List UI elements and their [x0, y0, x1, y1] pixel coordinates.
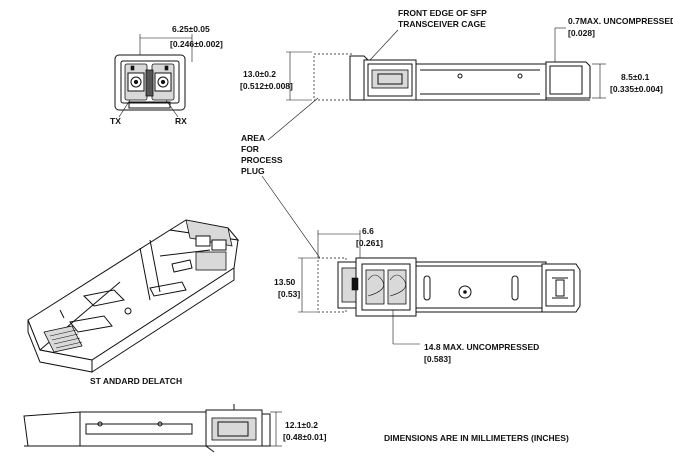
bottom-side-view: 12.1±0.2 [0.48±0.01] — [23, 404, 327, 453]
tx-label: TX — [110, 116, 121, 126]
isometric-view — [27, 219, 240, 373]
uncomp-07-label-in: [0.028] — [568, 28, 595, 38]
height-85-dim-in: [0.335±0.004] — [610, 84, 663, 94]
dim-66-in: [0.261] — [356, 238, 383, 248]
uncomp-148-label: 14.8 MAX. UNCOMPRESSED — [424, 342, 539, 352]
top-view: 6.6 [0.261] 13.50 [0.53] 14.8 MAX. UNCOM… — [274, 226, 581, 364]
dim-1350: 13.50 — [274, 277, 296, 287]
dim-121: 12.1±0.2 — [285, 420, 318, 430]
height-13-dim: 13.0±0.2 — [243, 69, 276, 79]
process-plug-callout: AREA FOR PROCESS PLUG — [241, 97, 321, 259]
dim-121-in: [0.48±0.01] — [283, 432, 327, 442]
side-view: FRONT EDGE OF SFP TRANSCEIVER CAGE 0.7MA… — [240, 8, 673, 101]
height-13-dim-in: [0.512±0.008] — [240, 81, 293, 91]
dim-66: 6.6 — [362, 226, 374, 236]
uncomp-148-label-in: [0.583] — [424, 354, 451, 364]
height-85-dim: 8.5±0.1 — [621, 72, 650, 82]
area-label-4: PLUG — [241, 166, 265, 176]
front-width-dim: 6.25±0.05 — [172, 24, 210, 34]
front-edge-label-2: TRANSCEIVER CAGE — [398, 19, 486, 29]
area-label-3: PROCESS — [241, 155, 283, 165]
area-label-2: FOR — [241, 144, 259, 154]
rx-label: RX — [175, 116, 187, 126]
front-edge-label: FRONT EDGE OF SFP — [398, 8, 487, 18]
dim-1350-in: [0.53] — [278, 289, 300, 299]
units-note: DIMENSIONS ARE IN MILLIMETERS (INCHES) — [384, 433, 569, 443]
uncomp-07-label: 0.7MAX. UNCOMPRESSED — [568, 16, 673, 26]
area-label-1: AREA — [241, 133, 265, 143]
front-view: 6.25±0.05 [0.246±0.002] TX RX — [110, 24, 223, 126]
delatch-caption: ST ANDARD DELATCH — [90, 376, 182, 386]
front-width-dim-in: [0.246±0.002] — [170, 39, 223, 49]
